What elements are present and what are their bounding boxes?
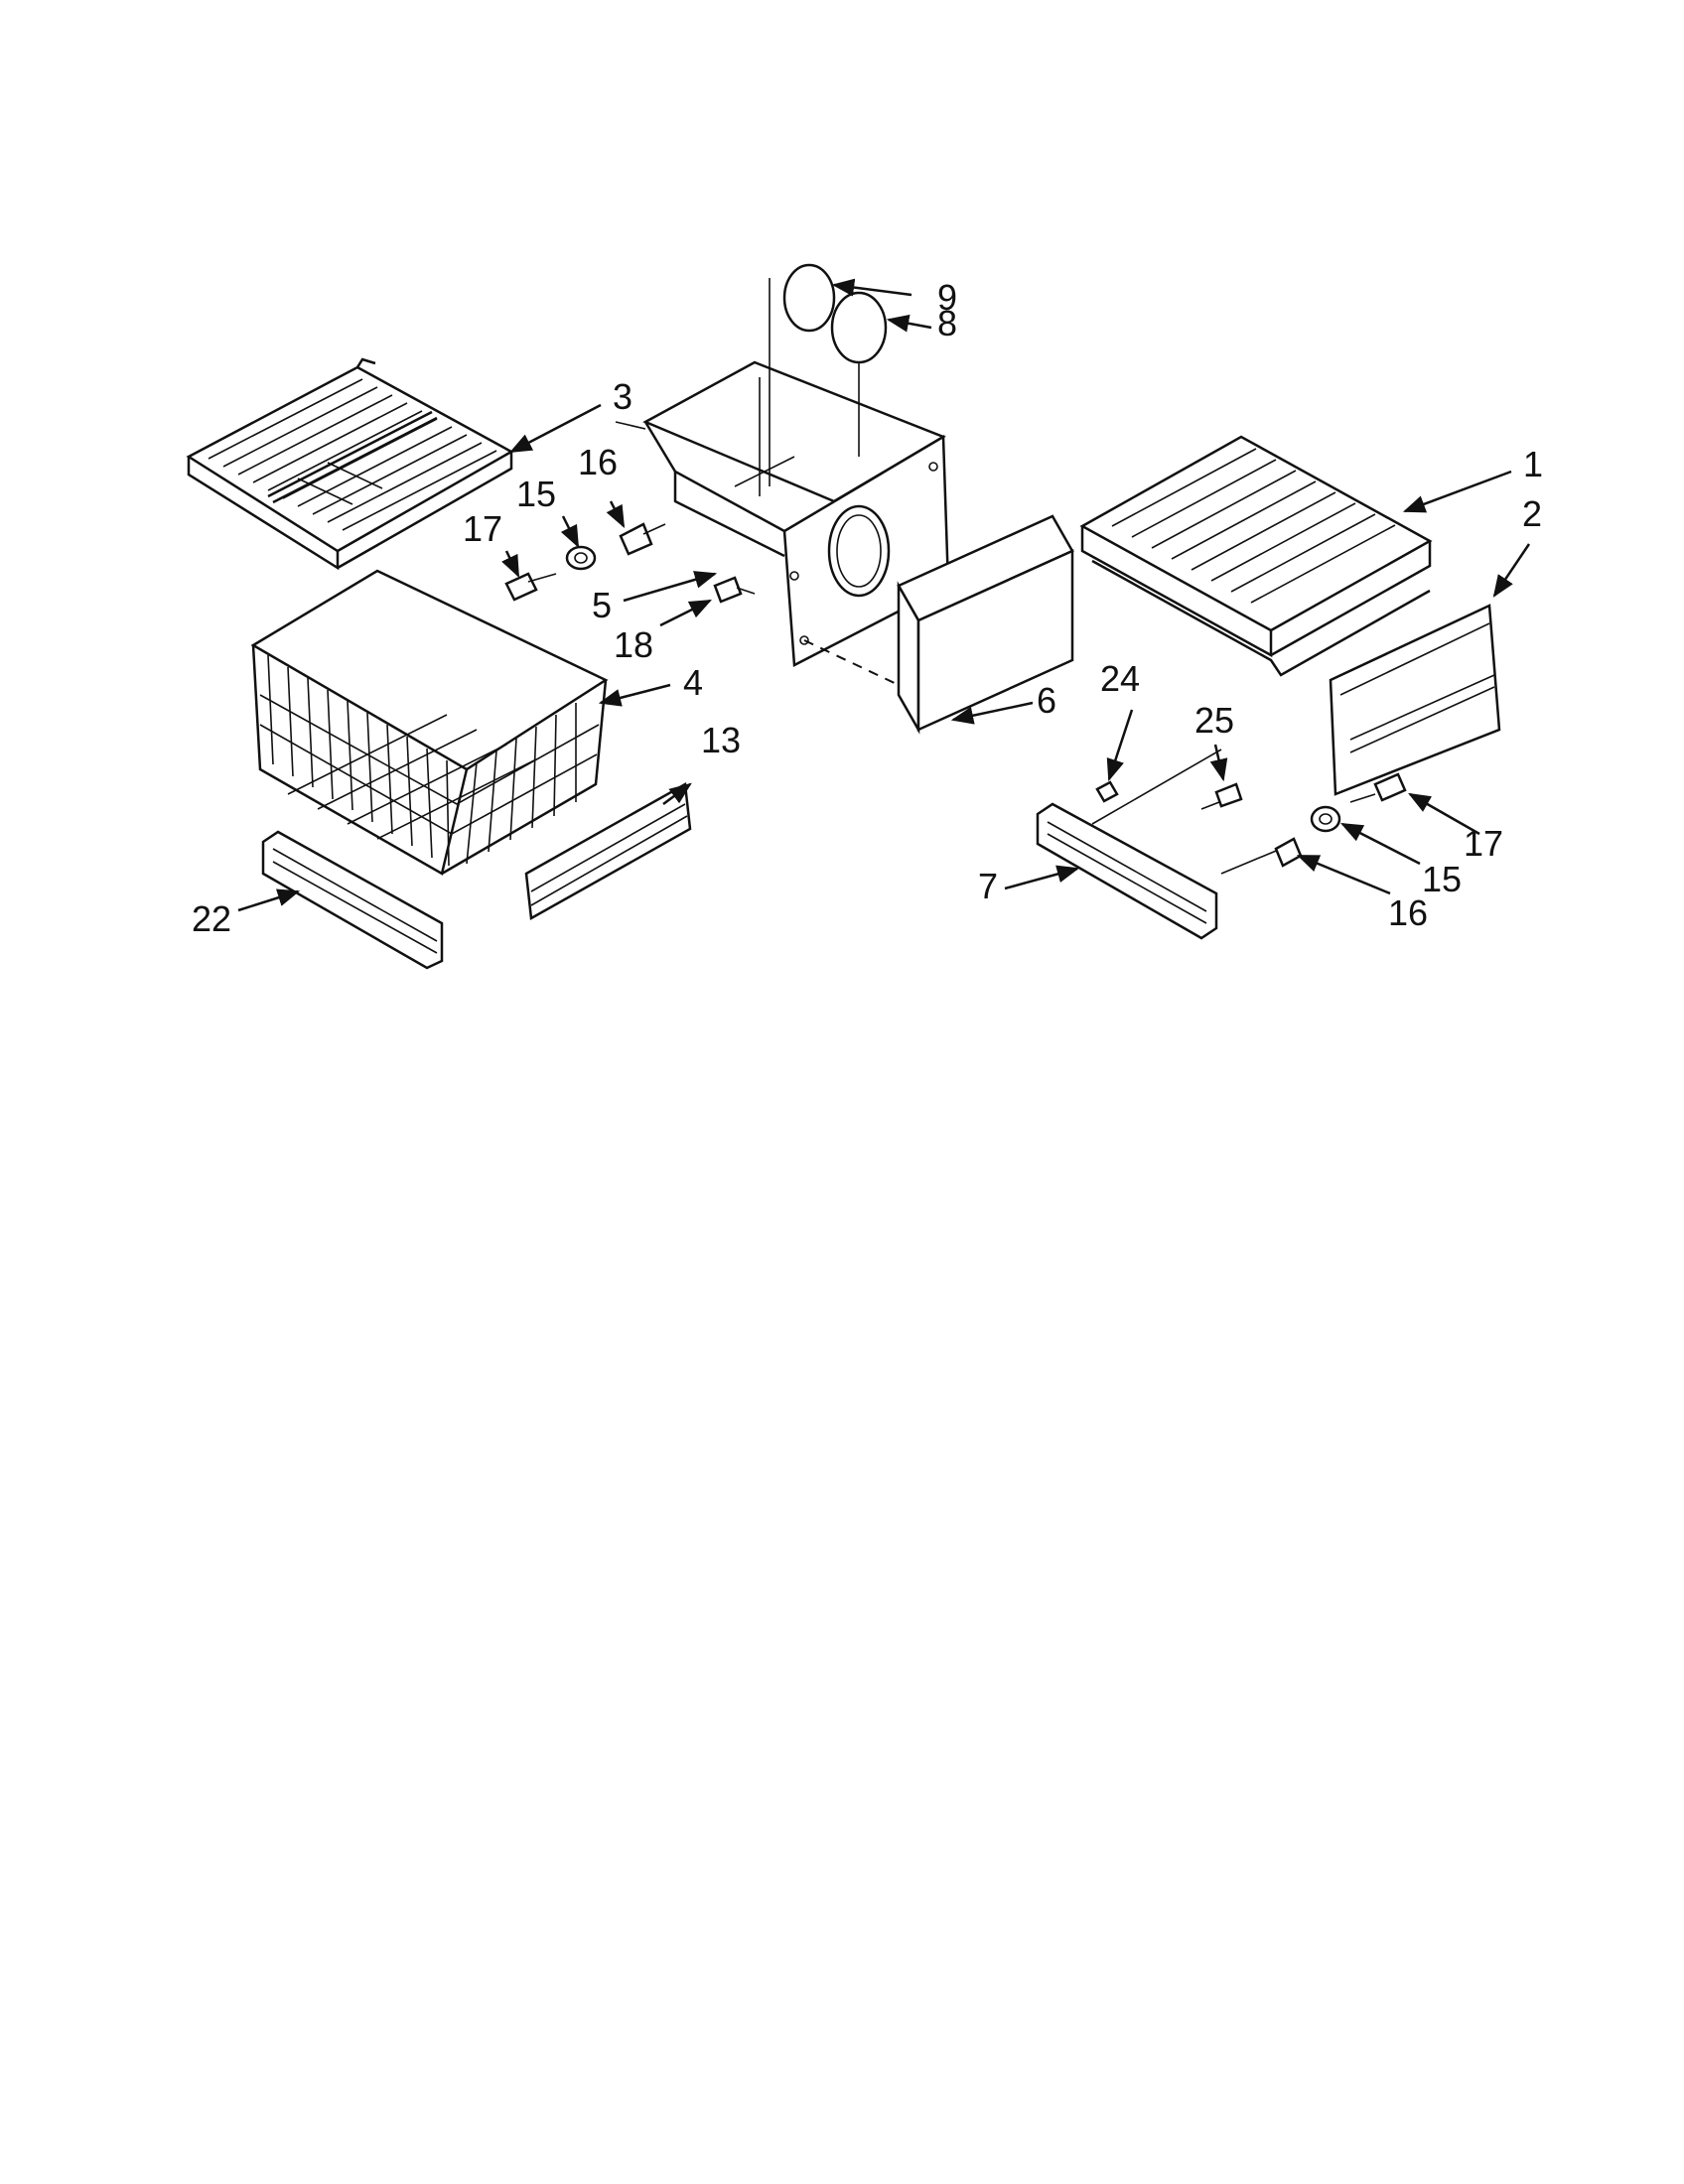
callout-7: 7 <box>978 866 998 906</box>
glass-shelf-part-1 <box>1079 435 1433 677</box>
leader-arrows <box>237 278 1531 912</box>
rail-part-13 <box>524 781 692 921</box>
bushing-part-15-right <box>1310 805 1341 833</box>
callout-6: 6 <box>1037 680 1056 721</box>
callout-2: 2 <box>1522 493 1542 534</box>
cap-part-24 <box>1095 780 1119 803</box>
callout-18: 18 <box>614 624 653 665</box>
callout-17-right: 17 <box>1464 823 1503 864</box>
callout-8: 8 <box>937 303 957 343</box>
callout-13: 13 <box>701 720 741 760</box>
callout-22: 22 <box>192 898 231 939</box>
rail-part-7 <box>1036 749 1282 940</box>
callout-5: 5 <box>592 585 612 625</box>
front-panel-part-6 <box>803 514 1074 735</box>
housing-part-5 <box>615 360 950 667</box>
callout-labels: 1 2 3 4 5 6 7 8 9 13 15 16 17 18 22 24 2… <box>192 277 1543 939</box>
screw-part-18 <box>713 576 756 604</box>
callout-15-right: 15 <box>1422 859 1462 899</box>
wire-shelf-part-3 <box>186 357 514 571</box>
screw-part-25 <box>1200 782 1243 810</box>
stud-part-16-left <box>619 522 666 556</box>
callout-4: 4 <box>683 662 703 703</box>
callout-16-right: 16 <box>1388 892 1428 933</box>
callout-1: 1 <box>1523 444 1543 484</box>
callout-16-left: 16 <box>578 442 618 482</box>
callout-24: 24 <box>1100 658 1140 699</box>
cap-part-9 <box>769 263 836 486</box>
drawer-front-part-2 <box>1329 604 1501 796</box>
callout-15-left: 15 <box>516 474 556 514</box>
stud-part-16-right <box>1274 837 1303 868</box>
cap-part-8 <box>830 291 888 457</box>
screw-part-17-right <box>1349 772 1407 803</box>
bushing-part-15-left <box>565 545 597 571</box>
callout-25: 25 <box>1194 700 1234 741</box>
callout-17-left: 17 <box>463 508 502 549</box>
callout-3: 3 <box>613 376 632 417</box>
rail-part-22 <box>261 830 444 970</box>
screw-part-17-left <box>504 572 557 602</box>
wire-basket-part-4 <box>250 569 609 876</box>
callout-9: 9 <box>937 277 957 318</box>
